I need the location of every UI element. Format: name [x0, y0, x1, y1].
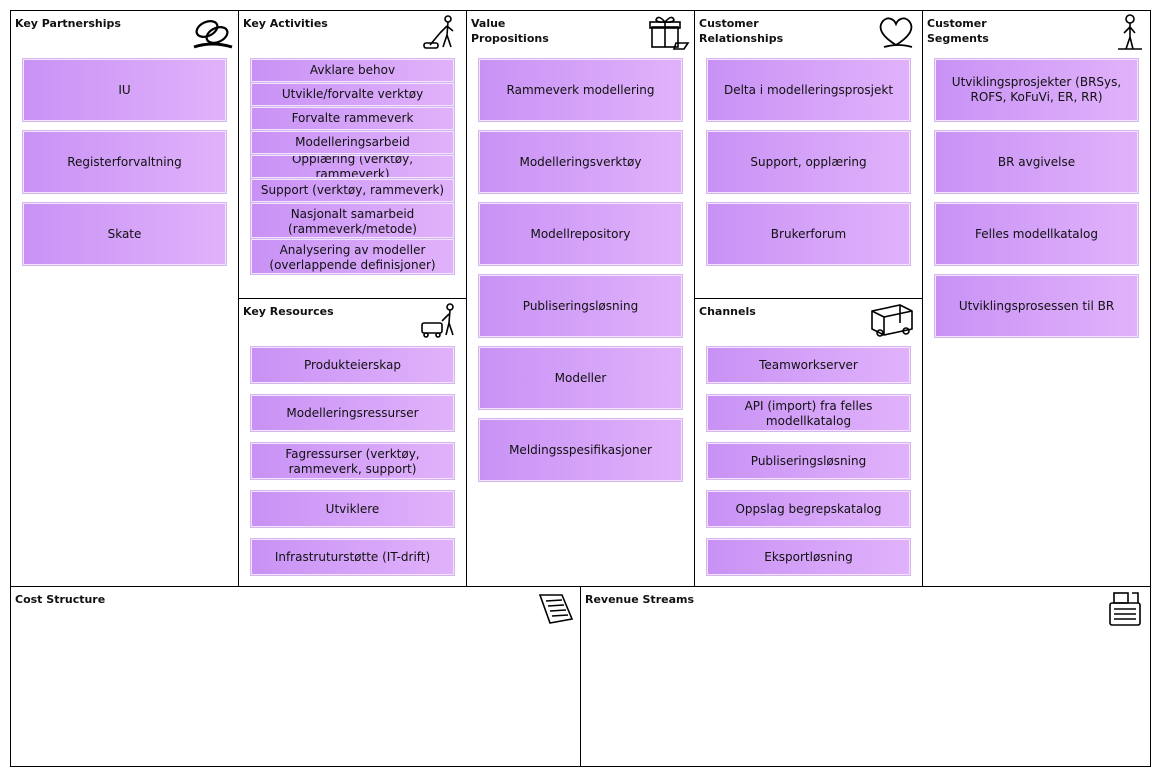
partner-card-registerforvaltning: Registerforvaltning: [23, 131, 226, 193]
relationship-card-support: Support, opplæring: [707, 131, 910, 193]
value-card-rammeverk-modellering: Rammeverk modellering: [479, 59, 682, 121]
revenue-streams-title: Revenue Streams: [585, 593, 695, 606]
relationship-card-brukerforum: Brukerforum: [707, 203, 910, 265]
customer-segments-title: Customer Segments: [927, 17, 989, 45]
activity-card-modelleringsarbeid: Modelleringsarbeid: [251, 131, 454, 154]
key-resources-title: Key Resources: [243, 305, 334, 318]
value-card-meldingsspesifikasjoner: Meldingsspesifikasjoner: [479, 419, 682, 481]
activity-card-nasjonalt-samarbeid: Nasjonalt samarbeid (rammeverk/metode): [251, 203, 454, 238]
segment-card-br-avgivelse: BR avgivelse: [935, 131, 1138, 193]
gift-box-icon: [646, 13, 690, 51]
channel-card-publiseringslosning: Publiseringsløsning: [707, 443, 910, 479]
channels-section: Channels Teamworkserver API (import) fra…: [694, 298, 923, 587]
worker-machine-icon: [418, 301, 462, 339]
segment-card-utviklingsprosessen: Utviklingsprosessen til BR: [935, 275, 1138, 337]
partner-card-iu: IU: [23, 59, 226, 121]
key-activities-title: Key Activities: [243, 17, 328, 30]
key-partnerships-title: Key Partnerships: [15, 17, 121, 30]
delivery-truck-icon: [868, 301, 918, 339]
key-resources-section: Key Resources Produkteierskap Modellerin…: [238, 298, 467, 587]
channel-card-oppslag-begrepskatalog: Oppslag begrepskatalog: [707, 491, 910, 527]
channel-card-api-import: API (import) fra felles modellkatalog: [707, 395, 910, 431]
value-propositions-title: Value Propositions: [471, 17, 549, 45]
value-card-publiseringslosning: Publiseringsløsning: [479, 275, 682, 337]
channels-title: Channels: [699, 305, 756, 318]
heart-icon: [874, 13, 918, 51]
cash-register-icon: [1102, 589, 1146, 627]
channel-card-eksportlosning: Eksportløsning: [707, 539, 910, 575]
price-tag-icon: [532, 589, 576, 627]
key-partnerships-section: Key Partnerships IU Registerforvaltning …: [10, 10, 239, 587]
relationship-card-delta: Delta i modelleringsprosjekt: [707, 59, 910, 121]
partner-card-skate: Skate: [23, 203, 226, 265]
channel-card-teamworkserver: Teamworkserver: [707, 347, 910, 383]
customer-relationships-title: Customer Relationships: [699, 17, 784, 45]
activity-card-utvikle-forvalte: Utvikle/forvalte verktøy: [251, 83, 454, 106]
standing-person-icon: [1102, 13, 1146, 51]
customer-segments-section: Customer Segments Utviklingsprosjekter (…: [922, 10, 1151, 587]
resource-card-utviklere: Utviklere: [251, 491, 454, 527]
resource-card-produkteierskap: Produkteierskap: [251, 347, 454, 383]
segment-card-utviklingsprosjekter: Utviklingsprosjekter (BRSys, ROFS, KoFuV…: [935, 59, 1138, 121]
value-propositions-section: Value Propositions Rammeverk modellering…: [466, 10, 695, 587]
cost-structure-title: Cost Structure: [15, 593, 106, 606]
resource-card-infrastrukturstotte: Infrastruturstøtte (IT-drift): [251, 539, 454, 575]
segment-card-felles-modellkatalog: Felles modellkatalog: [935, 203, 1138, 265]
worker-vacuum-icon: [418, 13, 462, 51]
key-activities-section: Key Activities Avklare behov Utvikle/for…: [238, 10, 467, 299]
value-card-modellrepository: Modellrepository: [479, 203, 682, 265]
activity-card-opplaering: Opplæring (verktøy, rammeverk): [251, 155, 454, 178]
activity-card-forvalte-rammeverk: Forvalte rammeverk: [251, 107, 454, 130]
value-card-modelleringsverktoy: Modelleringsverktøy: [479, 131, 682, 193]
resource-card-fagressurser: Fagressurser (verktøy, rammeverk, suppor…: [251, 443, 454, 479]
resource-card-modelleringsressurser: Modelleringsressurser: [251, 395, 454, 431]
chain-links-icon: [190, 13, 234, 51]
value-card-modeller: Modeller: [479, 347, 682, 409]
customer-relationships-section: Customer Relationships Delta i modelleri…: [694, 10, 923, 299]
cost-structure-section: Cost Structure: [10, 586, 581, 767]
activity-card-support: Support (verktøy, rammeverk): [251, 179, 454, 202]
activity-card-avklare-behov: Avklare behov: [251, 59, 454, 82]
activity-card-analysering: Analysering av modeller (overlappende de…: [251, 239, 454, 274]
revenue-streams-section: Revenue Streams: [580, 586, 1151, 767]
